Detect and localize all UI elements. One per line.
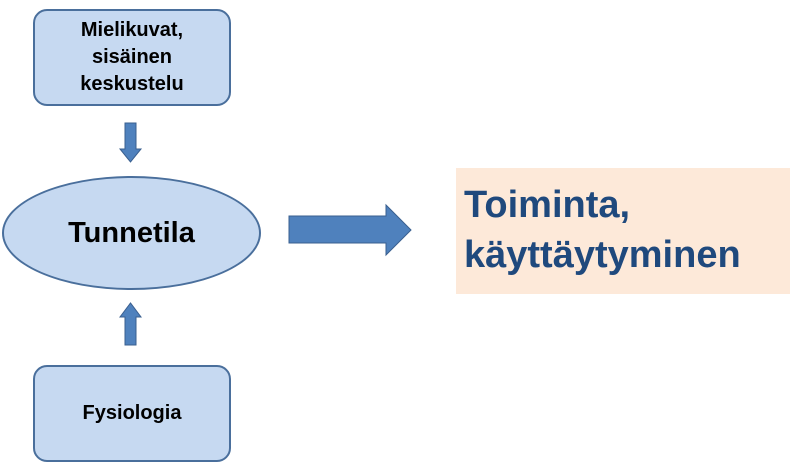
action-label-line2: käyttäytyminen [464,234,741,276]
emotion-label: Tunnetila [68,216,195,249]
imagery-node: Mielikuvat, sisäinen keskustelu [33,9,231,106]
down-arrow [118,122,143,163]
physiology-label: Fysiologia [82,402,182,424]
imagery-label: Mielikuvat, sisäinen keskustelu [80,19,184,95]
right-arrow [288,203,412,257]
up-arrow [119,302,142,346]
action-label-line1: Toiminta, [464,184,631,226]
action-node: Toiminta, käyttäytyminen [456,168,790,294]
emotion-node: Tunnetila [2,176,261,290]
physiology-node: Fysiologia [33,365,231,462]
